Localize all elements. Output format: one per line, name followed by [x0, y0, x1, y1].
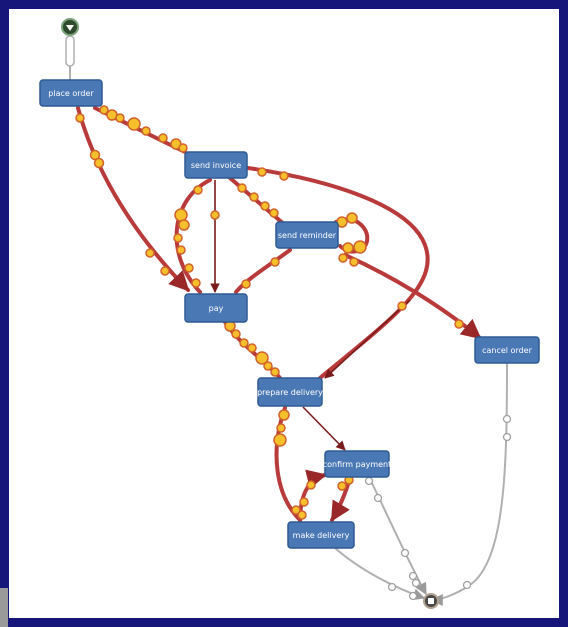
edge-to-prepare-arrowhead [324, 299, 411, 379]
activity-cancel-order[interactable]: cancel order [474, 336, 540, 364]
activity-send-invoice-label: send invoice [191, 161, 241, 170]
activity-confirm-payment[interactable]: confirm payment [323, 450, 392, 478]
start-connector [65, 35, 75, 67]
activity-make-delivery-label: make delivery [293, 531, 350, 540]
edge-send-reminder-to-pay [234, 248, 292, 294]
activity-pay[interactable]: pay [184, 293, 248, 323]
edge-prepare-to-confirm [302, 406, 346, 451]
dark-edges [210, 180, 411, 451]
edge-place-order-to-pay [76, 106, 190, 292]
edge-send-invoice-to-prepare [246, 166, 430, 380]
edge-confirm-to-end [369, 478, 427, 596]
end-node-icon [423, 593, 439, 609]
activity-send-reminder[interactable]: send reminder [275, 221, 339, 249]
red-edges [76, 106, 482, 524]
activity-prepare-delivery-label: prepare delivery [257, 388, 323, 397]
edge-send-invoice-to-send-reminder [228, 176, 287, 227]
activity-place-order[interactable]: place order [39, 79, 103, 107]
gray-tokens [364, 414, 512, 601]
activity-send-invoice[interactable]: send invoice [184, 151, 248, 179]
corner-fragment [0, 588, 8, 627]
tokens [75, 105, 464, 520]
activity-prepare-delivery[interactable]: prepare delivery [257, 377, 323, 407]
activity-confirm-payment-label: confirm payment [323, 460, 392, 469]
activity-place-order-label: place order [48, 89, 94, 98]
edge-cancel-to-end [430, 361, 508, 606]
start-node-icon [61, 18, 79, 36]
activity-cancel-order-label: cancel order [482, 346, 533, 355]
activity-pay-label: pay [209, 304, 224, 313]
activity-send-reminder-label: send reminder [278, 231, 337, 240]
edge-send-reminder-to-cancel [343, 253, 482, 340]
activity-make-delivery[interactable]: make delivery [287, 521, 355, 549]
